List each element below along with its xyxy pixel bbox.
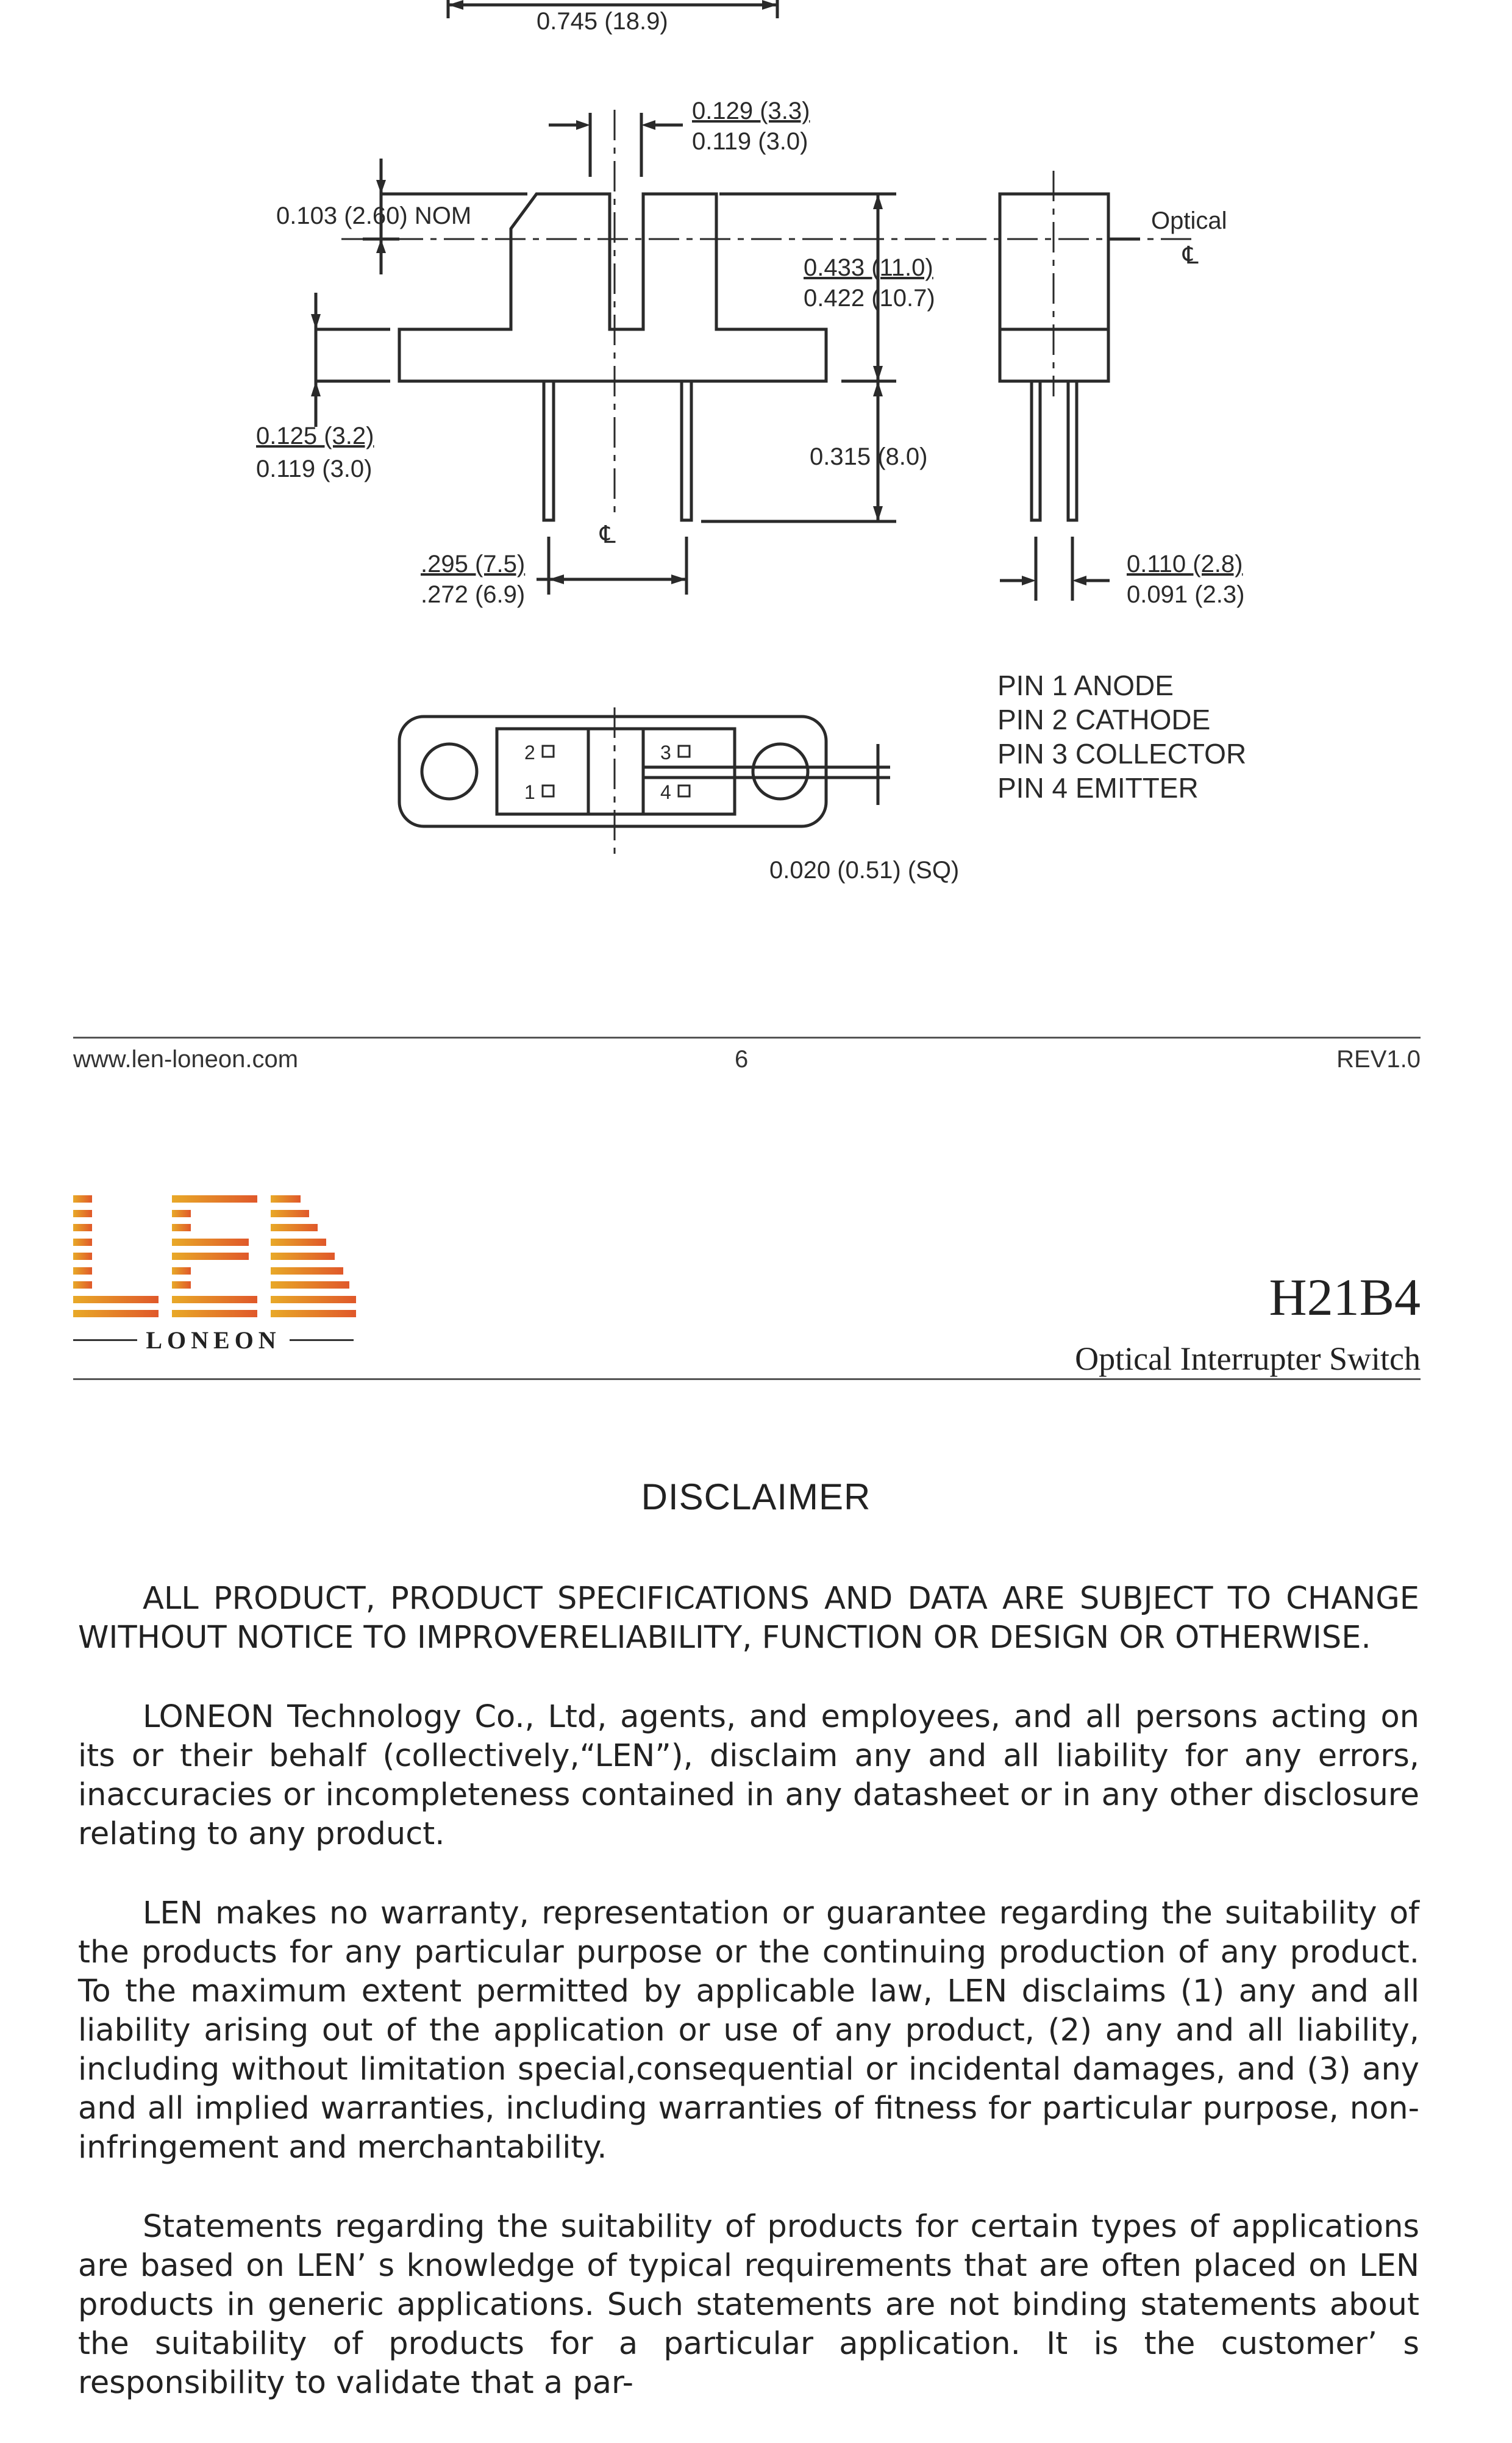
pin-legend-1: PIN 1 ANODE: [997, 670, 1174, 701]
dim-base-top: 0.125 (3.2): [256, 423, 374, 449]
footer-revision: REV1.0: [1336, 1046, 1421, 1073]
logo-company-row: LONEON: [73, 1326, 354, 1354]
pin-number-3: 3: [660, 742, 671, 764]
pin-number-2: 2: [524, 742, 535, 764]
package-dimension-drawing: 0.745 (18.9) 0.129 (3.3) 0.119 (3.0) 0.1…: [256, 0, 1246, 884]
disclaimer-paragraph-4: Statements regarding the suitability of …: [78, 2209, 1419, 2401]
logo-letter-e: [172, 1195, 257, 1317]
footer-page-number: 6: [735, 1046, 749, 1073]
dim-slot-bottom: 0.119 (3.0): [692, 128, 808, 155]
disclaimer-title: DISCLAIMER: [641, 1476, 871, 1517]
dim-base-bottom: 0.119 (3.0): [256, 456, 373, 482]
front-view-outline: [398, 192, 828, 383]
dim-pin-spacing-bottom: .272 (6.9): [421, 581, 525, 608]
disclaimer-paragraph-2: LONEON Technology Co., Ltd, agents, and …: [78, 1699, 1419, 1852]
footer-website: www.len-loneon.com: [73, 1046, 299, 1073]
dim-body-height-top: 0.433 (11.0): [804, 254, 933, 281]
product-header: H21B4 Optical Interrupter Switch: [1075, 1268, 1421, 1378]
pin-number-1: 1: [524, 781, 535, 803]
page-footer: www.len-loneon.com 6 REV1.0: [73, 1037, 1421, 1087]
disclaimer-body: ALL PRODUCT, PRODUCT SPECIFICATIONS AND …: [78, 1579, 1419, 2443]
dim-pin-spacing-top: .295 (7.5): [421, 551, 525, 578]
header-divider: [73, 1378, 1421, 1380]
dim-nom: 0.103 (2.60) NOM: [276, 202, 471, 229]
pin-legend-4: PIN 4 EMITTER: [997, 772, 1199, 804]
optical-label: Optical: [1151, 207, 1227, 234]
pin-legend-3: PIN 3 COLLECTOR: [997, 738, 1246, 770]
optical-centerline-symbol: ℄: [1182, 242, 1199, 269]
logo-company-name: LONEON: [146, 1326, 281, 1354]
pin-number-4: 4: [660, 781, 671, 803]
disclaimer-paragraph-3: LEN makes no warranty, representation or…: [78, 1895, 1419, 2166]
dim-body-height-bottom: 0.422 (10.7): [804, 285, 935, 312]
bottom-view-outline: [398, 715, 828, 828]
dim-lead-width-top: 0.110 (2.8): [1127, 551, 1243, 578]
dim-lead-width-bottom: 0.091 (2.3): [1127, 581, 1244, 608]
disclaimer-paragraph-1: ALL PRODUCT, PRODUCT SPECIFICATIONS AND …: [78, 1581, 1419, 1656]
len-logo: LONEON: [73, 1195, 366, 1378]
logo-letter-l: [73, 1195, 159, 1317]
logo-mark: [73, 1195, 366, 1317]
dim-lead-square: 0.020 (0.51) (SQ): [769, 857, 959, 884]
dim-lead-length: 0.315 (8.0): [810, 443, 927, 470]
front-centerline-symbol: ℄: [599, 521, 616, 548]
product-model: H21B4: [1269, 1268, 1421, 1326]
product-name: Optical Interrupter Switch: [1075, 1340, 1421, 1377]
logo-letter-n: [271, 1195, 356, 1317]
dim-slot-top: 0.129 (3.3): [692, 98, 810, 124]
dim-overall-width: 0.745 (18.9): [537, 8, 668, 35]
pin-legend-2: PIN 2 CATHODE: [997, 704, 1210, 735]
